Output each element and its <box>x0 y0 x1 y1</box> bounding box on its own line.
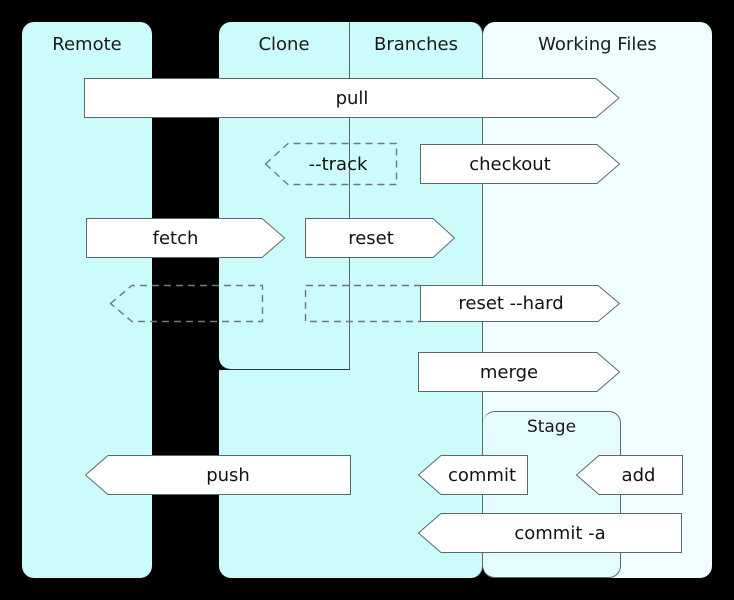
arrow-reset-hard[interactable]: reset --hard <box>420 285 621 322</box>
arrow-track[interactable]: --track <box>264 142 398 186</box>
arrow-checkout-shape <box>420 144 621 184</box>
column-remote-title: Remote <box>52 34 122 55</box>
arrow-add-shape <box>575 455 683 495</box>
arrow-commit[interactable]: commit <box>417 455 528 495</box>
arrow-fetch[interactable]: fetch <box>86 218 286 258</box>
arrow-reset-hard-tail-shape <box>304 284 421 323</box>
column-clone-title: Clone <box>258 34 310 55</box>
arrow-checkout[interactable]: checkout <box>420 144 621 184</box>
arrow-push-shape <box>84 455 351 495</box>
arrow-push[interactable]: push <box>84 455 351 495</box>
arrow-pull-shape <box>84 78 620 118</box>
arrow-add[interactable]: add <box>575 455 683 495</box>
arrow-commit-a[interactable]: commit -a <box>417 513 682 553</box>
arrow-reset-shape <box>305 218 456 258</box>
arrow-fetch-shape <box>86 218 286 258</box>
arrow-pull[interactable]: pull <box>84 78 620 118</box>
arrow-merge[interactable]: merge <box>418 352 621 392</box>
column-working-files-title: Working Files <box>538 34 657 55</box>
arrow-merge-shape <box>418 352 621 392</box>
arrow-commit-a-shape <box>417 513 682 553</box>
arrow-hidden-left[interactable] <box>109 284 264 323</box>
arrow-track-shape <box>264 142 398 186</box>
arrow-commit-shape <box>417 455 528 495</box>
column-branches-title: Branches <box>374 34 458 55</box>
arrow-reset[interactable]: reset <box>305 218 456 258</box>
arrow-reset-hard-shape <box>420 285 621 322</box>
arrow-reset-hard-tail <box>304 284 421 323</box>
arrow-hidden-left-shape <box>109 284 264 323</box>
stage-title: Stage <box>526 417 577 437</box>
